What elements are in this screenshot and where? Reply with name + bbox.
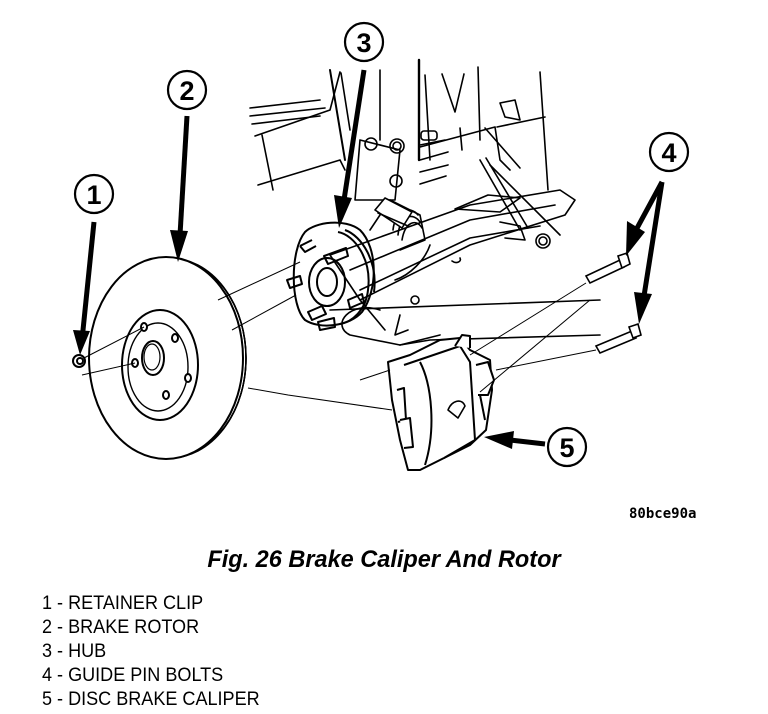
callout-4-arrow-lower [641,181,665,297]
callout-2-number: 2 [179,76,194,106]
callout-5: 5 [484,426,588,468]
callout-4-number: 4 [661,138,676,168]
callout-4: 4 [626,131,690,324]
callout-2: 2 [166,69,208,262]
callout-3-number: 3 [356,28,371,58]
hub-drawing [286,221,376,331]
callout-1-arrow [79,221,97,341]
callout-1-arrowhead [73,330,90,355]
callout-1-number: 1 [86,180,101,210]
legend-item-hub: 3 - HUB [42,641,107,662]
callout-1-circle [73,173,115,215]
legend-item-retainer-clip: 1 - RETAINER CLIP [42,593,204,614]
callout-1: 1 [73,173,115,355]
legend-item-brake-rotor: 2 - BRAKE ROTOR [42,617,200,638]
figure-caption: Fig. 26 Brake Caliper And Rotor [207,546,561,573]
legend-item-disc-brake-caliper: 5 - DISC BRAKE CALIPER [42,689,260,710]
callout-3: 3 [334,21,385,228]
figure-code: 80bce90a [629,506,697,522]
parts-legend: 1 - RETAINER CLIP 2 - BRAKE ROTOR 3 - HU… [42,592,271,712]
callout-5-arrow [509,437,546,447]
disc-brake-caliper-drawing [387,334,495,471]
guide-pin-bolts-drawing [584,251,642,355]
callout-2-arrow [177,115,190,236]
brake-assembly-illustration: 1 2 3 4 5 [72,21,690,471]
callout-4-arrowhead-upper [626,221,645,256]
callout-3-circle [343,21,385,63]
callout-5-circle [546,426,588,468]
callout-2-circle [166,69,208,111]
callout-2-arrowhead [170,230,188,262]
callout-4-arrow-upper [633,180,665,232]
callout-3-arrowhead [334,195,352,228]
legend-item-guide-pin-bolts: 4 - GUIDE PIN BOLTS [42,665,224,686]
retainer-clip-drawing [72,354,86,368]
callout-5-number: 5 [559,433,574,463]
callout-4-circle [648,131,690,173]
brake-rotor-drawing [88,256,247,460]
callout-4-arrowhead-lower [634,292,652,324]
suspension-knuckle-drawing [249,58,601,346]
callout-3-arrow [341,69,367,201]
alignment-lines [81,261,597,411]
callout-5-arrowhead [484,431,514,449]
